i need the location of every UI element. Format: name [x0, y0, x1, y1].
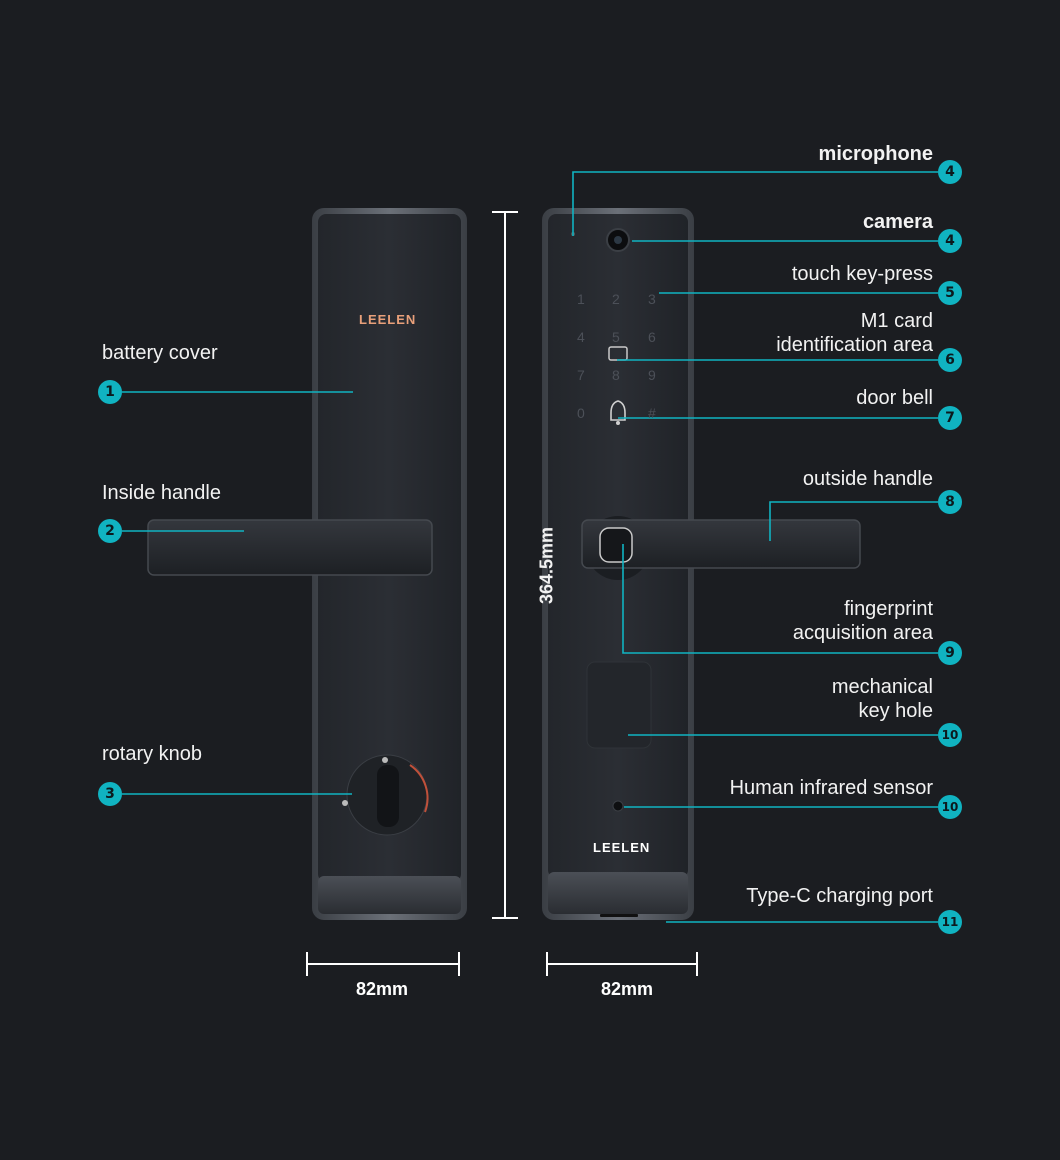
inside-panel-base: [318, 876, 461, 914]
inside-handle[interactable]: [147, 519, 433, 576]
key-hole-label-line1: mechanical: [831, 676, 933, 698]
width-dimension-left: 82mm: [356, 979, 409, 999]
key-3[interactable]: 3: [648, 291, 656, 307]
inside-handle-badge: 2: [98, 519, 122, 543]
key-7[interactable]: 7: [577, 367, 585, 383]
key-hole-label-line2: key hole: [858, 700, 934, 722]
infrared-sensor-icon: [612, 800, 624, 812]
microphone-badge: 4: [938, 160, 962, 184]
unlock-indicator-icon: [342, 800, 348, 806]
type-c-port[interactable]: [600, 914, 638, 917]
touch-key-label: touch key-press: [791, 263, 933, 285]
inside-panel: [147, 208, 467, 920]
fingerprint-label: fingerprint acquisition area: [793, 597, 933, 645]
rotary-knob-badge: 3: [98, 782, 122, 806]
dimension-lines: [306, 211, 698, 976]
camera-label: camera: [862, 211, 933, 233]
key-2[interactable]: 2: [612, 291, 620, 307]
m1-card-label-line2: identification area: [776, 334, 933, 356]
touch-key-badge: 5: [938, 281, 962, 305]
bell-icon[interactable]: [610, 400, 626, 421]
fingerprint-label-line2: acquisition area: [792, 622, 933, 644]
infrared-label: Human infrared sensor: [729, 777, 933, 799]
fingerprint-sensor-icon[interactable]: [599, 527, 633, 563]
m1-card-badge: 6: [938, 348, 962, 372]
inside-handle-label: Inside handle: [102, 482, 221, 504]
leader-lines: [122, 171, 938, 923]
type-c-badge: 11: [938, 910, 962, 934]
key-4[interactable]: 4: [577, 329, 585, 345]
key-hole-badge: 10: [938, 723, 962, 747]
fingerprint-label-line1: fingerprint: [844, 598, 933, 620]
outside-panel-base: [548, 872, 688, 914]
key-0[interactable]: 0: [577, 405, 585, 421]
m1-card-label: M1 card identification area: [776, 309, 933, 357]
fingerprint-badge: 9: [938, 641, 962, 665]
battery-cover-label: battery cover: [102, 342, 218, 364]
m1-card-label-line1: M1 card: [860, 310, 933, 332]
door-bell-badge: 7: [938, 406, 962, 430]
infrared-badge: 10: [938, 795, 962, 819]
key-8[interactable]: 8: [612, 367, 620, 383]
type-c-label: Type-C charging port: [746, 885, 933, 907]
brand-logo-inside: LEELEN: [359, 312, 417, 327]
key-hole-cover[interactable]: [586, 661, 652, 749]
door-bell-label: door bell: [856, 387, 933, 409]
outside-handle-label: outside handle: [802, 468, 933, 490]
bell-icon-clapper: [616, 421, 620, 425]
key-9[interactable]: 9: [648, 367, 656, 383]
width-dimension-right: 82mm: [601, 979, 654, 999]
key-5[interactable]: 5: [612, 329, 620, 345]
camera-badge: 4: [938, 229, 962, 253]
outside-handle[interactable]: [581, 519, 861, 569]
key-6[interactable]: 6: [648, 329, 656, 345]
outside-panel: [542, 208, 861, 920]
height-dimension: 364.5mm: [536, 526, 557, 605]
camera-lens-icon: [614, 236, 622, 244]
key-hash[interactable]: #: [648, 405, 656, 421]
battery-cover-badge: 1: [98, 380, 122, 404]
rotary-knob[interactable]: [377, 765, 399, 827]
brand-logo-outside: LEELEN: [593, 840, 651, 855]
key-hole-label: mechanical key hole: [832, 675, 933, 723]
rotary-knob-arc: [409, 764, 429, 813]
key-1[interactable]: 1: [577, 291, 585, 307]
rotary-knob-label: rotary knob: [102, 743, 203, 765]
microphone-label: microphone: [818, 143, 933, 165]
lock-indicator-icon: [382, 757, 388, 763]
outside-handle-badge: 8: [938, 490, 962, 514]
